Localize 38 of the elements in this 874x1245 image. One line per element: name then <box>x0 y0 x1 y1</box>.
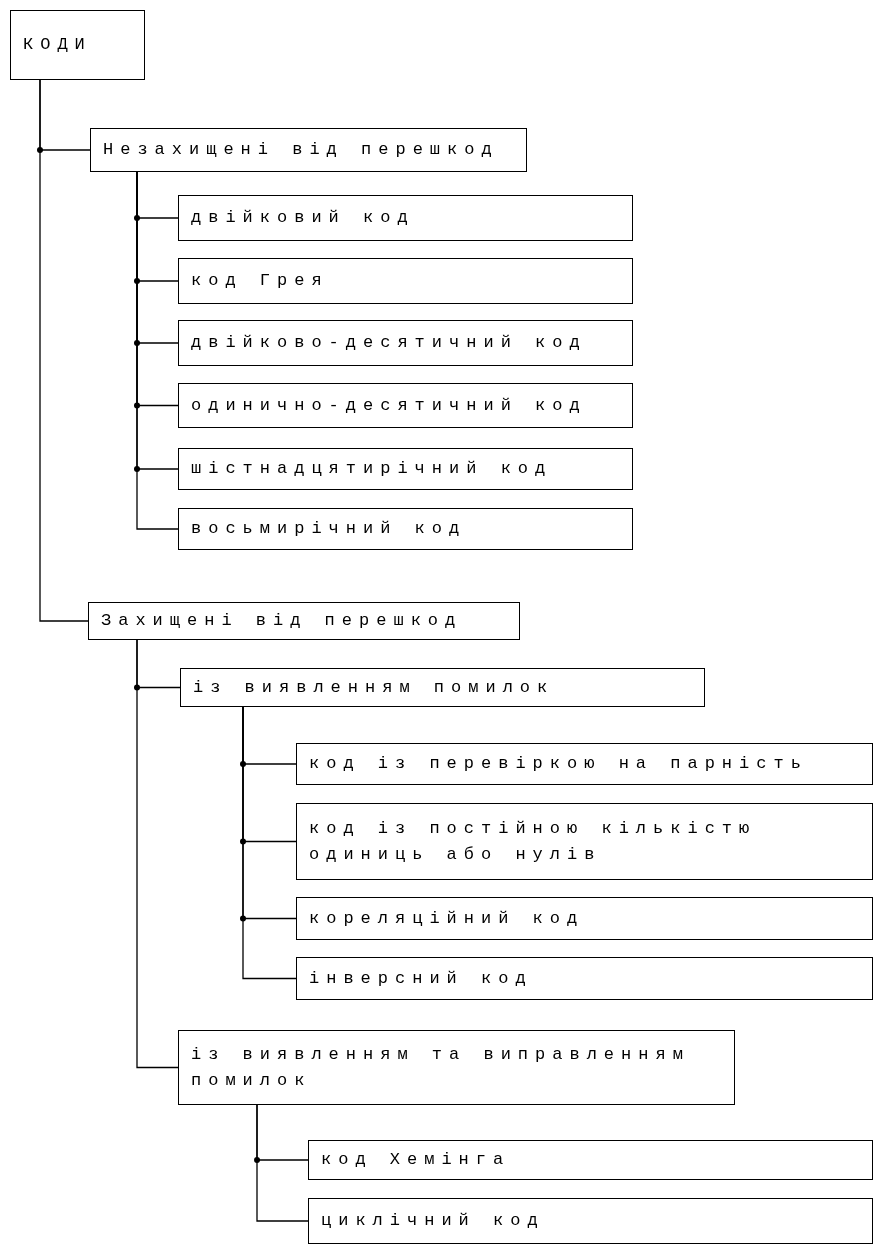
category-box <box>296 897 873 940</box>
box-label: код із перевіркою на парність <box>309 753 808 775</box>
box-label: восьмирічний код <box>191 518 467 540</box>
category-box <box>10 10 145 80</box>
box-label: двійково-десятичний код <box>191 332 587 354</box>
box-label: кореляційний код <box>309 907 585 930</box>
connector-line <box>242 706 297 980</box>
category-box <box>296 743 873 785</box>
category-box <box>178 320 633 366</box>
category-box <box>180 668 705 707</box>
category-box <box>178 1030 735 1105</box>
box-label: шістнадцятирічний код <box>191 458 553 480</box>
box-label: інверсний код <box>309 967 533 990</box>
box-label: Захищені від перешкод <box>101 610 463 632</box>
category-box <box>178 195 633 241</box>
box-label: двійковий код <box>191 207 415 229</box>
connector-line <box>256 1104 309 1222</box>
connector-line <box>136 639 179 1069</box>
category-box <box>296 957 873 1000</box>
box-label: циклічний код <box>321 1210 545 1232</box>
box-label: код Грея <box>191 270 329 292</box>
box-label: код Хемінга <box>321 1149 511 1171</box>
category-box <box>296 803 873 880</box>
box-label: одинично-десятичний код <box>191 394 587 417</box>
box-label: КОДИ <box>23 34 92 56</box>
box-label: із виявленням та виправленням помилок <box>191 1043 691 1092</box>
box-label: із виявленням помилок <box>193 676 555 699</box>
category-box <box>178 258 633 304</box>
box-label: код із постійною кількістю одиниць або нулів <box>309 817 758 866</box>
box-label: Незахищені від перешкод <box>103 139 499 161</box>
category-box <box>88 602 520 640</box>
connector-line <box>39 79 89 622</box>
category-box <box>308 1198 873 1244</box>
category-box <box>178 448 633 490</box>
category-box <box>90 128 527 172</box>
category-box <box>178 383 633 428</box>
category-box <box>178 508 633 550</box>
category-box <box>308 1140 873 1180</box>
